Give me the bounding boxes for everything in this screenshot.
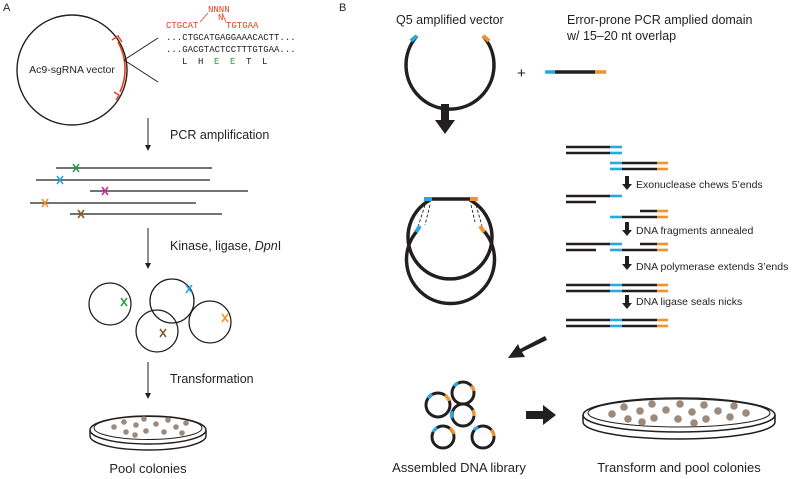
annealing-vector [404, 197, 497, 306]
caption-transform-pool: Transform and pool colonies [597, 460, 761, 475]
assembled-library [424, 380, 496, 450]
panel-a: A Ac9-sgRNA vector NNNN N CTGCAT TGTGAA … [3, 2, 296, 476]
big-arrow-down-icon [435, 104, 455, 134]
plasmid-circle [188, 300, 232, 344]
primer-forward-arc [117, 41, 126, 93]
mutation-brown-icon [159, 328, 167, 338]
mutation-green-icon [120, 297, 128, 307]
step-transformation-label: Transformation [170, 372, 254, 386]
duplex-stage-3 [566, 283, 668, 293]
right-arrow-icon [526, 405, 556, 425]
vector-blue-end [409, 34, 419, 43]
plasmid-mutations [120, 284, 229, 338]
step-annealed: DNA fragments annealed [636, 225, 753, 237]
seq-bottom-strand: ...GACGTACTCCTTTGTGAA... [166, 45, 296, 55]
domain-title-line2: w/ 15–20 nt overlap [566, 29, 676, 43]
ligated-plasmids [88, 278, 232, 353]
duplex-stage-0 [566, 145, 668, 171]
seq-top-strand: ...CTGCATGAGGAAACACTT... [166, 33, 296, 43]
aa-l: L [182, 57, 187, 67]
duplex-stage-4 [566, 318, 668, 328]
mutation-green-icon [72, 163, 80, 173]
step-ligase: DNA ligase seals nicks [636, 296, 742, 308]
aa-l2: L [262, 57, 267, 67]
caption-assembled-library: Assembled DNA library [392, 460, 526, 475]
step-arrow-icon [622, 222, 632, 236]
pcr-products [30, 167, 248, 215]
primer-right-seq: TGTGAA [226, 21, 259, 31]
insert-n: N [218, 13, 223, 23]
zoom-line-bottom [123, 59, 159, 83]
domain-title-line1: Error-prone PCR amplied domain [567, 13, 753, 27]
gibson-steps: Exonuclease chews 5’ends DNA fragments a… [566, 145, 788, 328]
step-exonuclease: Exonuclease chews 5’ends [636, 179, 763, 191]
step-arrow-icon [622, 295, 632, 309]
ac9-vector-circle [16, 14, 128, 126]
insert-link-right [221, 12, 227, 23]
vector-orange-end [481, 34, 491, 43]
diagonal-arrow-icon [508, 336, 547, 358]
step-polymerase: DNA polymerase extends 3’ends [636, 261, 788, 273]
duplex-stage-2 [566, 242, 668, 252]
mutation-orange-icon [221, 313, 229, 323]
zoom-line-top [123, 37, 159, 61]
step-arrow-icon [622, 176, 632, 190]
panel-a-letter: A [3, 2, 11, 14]
primer-left-seq: CTGCAT [166, 21, 199, 31]
step-arrow-icon [622, 256, 632, 270]
aa-e2: E [230, 57, 235, 67]
step-pcr-label: PCR amplification [170, 128, 269, 142]
aa-h: H [198, 57, 203, 67]
plasmid-circle [135, 309, 179, 353]
aa-e1: E [214, 57, 219, 67]
step-ligation-label: Kinase, ligase, DpnI [170, 239, 281, 253]
mutation-magenta-icon [101, 186, 109, 196]
petri-dish-a [89, 415, 207, 451]
q5-vector [404, 34, 496, 111]
insert-nnnn: NNNN [208, 5, 230, 15]
panel-b-letter: B [339, 2, 346, 14]
aa-t: T [246, 57, 252, 67]
mutation-blue-icon [185, 284, 193, 294]
panel-b: B Q5 amplified vector Error-prone PCR am… [339, 2, 788, 475]
colonies [111, 416, 189, 438]
plasmid-circle [149, 278, 195, 324]
colonies [608, 400, 750, 427]
primer-forward-hook [111, 35, 123, 43]
plus-sign: + [517, 65, 526, 82]
insert-link-left [199, 12, 209, 23]
mutation-blue-icon [56, 175, 64, 185]
pcr-mutations [41, 163, 109, 219]
mutation-orange-icon [41, 198, 49, 208]
primer-reverse-hook [113, 91, 120, 101]
vector-title: Q5 amplified vector [396, 13, 504, 27]
caption-pool-colonies: Pool colonies [109, 461, 187, 476]
mutation-brown-icon [77, 209, 85, 219]
plasmid-circle [88, 282, 132, 326]
petri-dish-b [582, 397, 776, 440]
vector-label: Ac9-sgRNA vector [29, 64, 115, 76]
duplex-stage-1 [566, 194, 668, 219]
